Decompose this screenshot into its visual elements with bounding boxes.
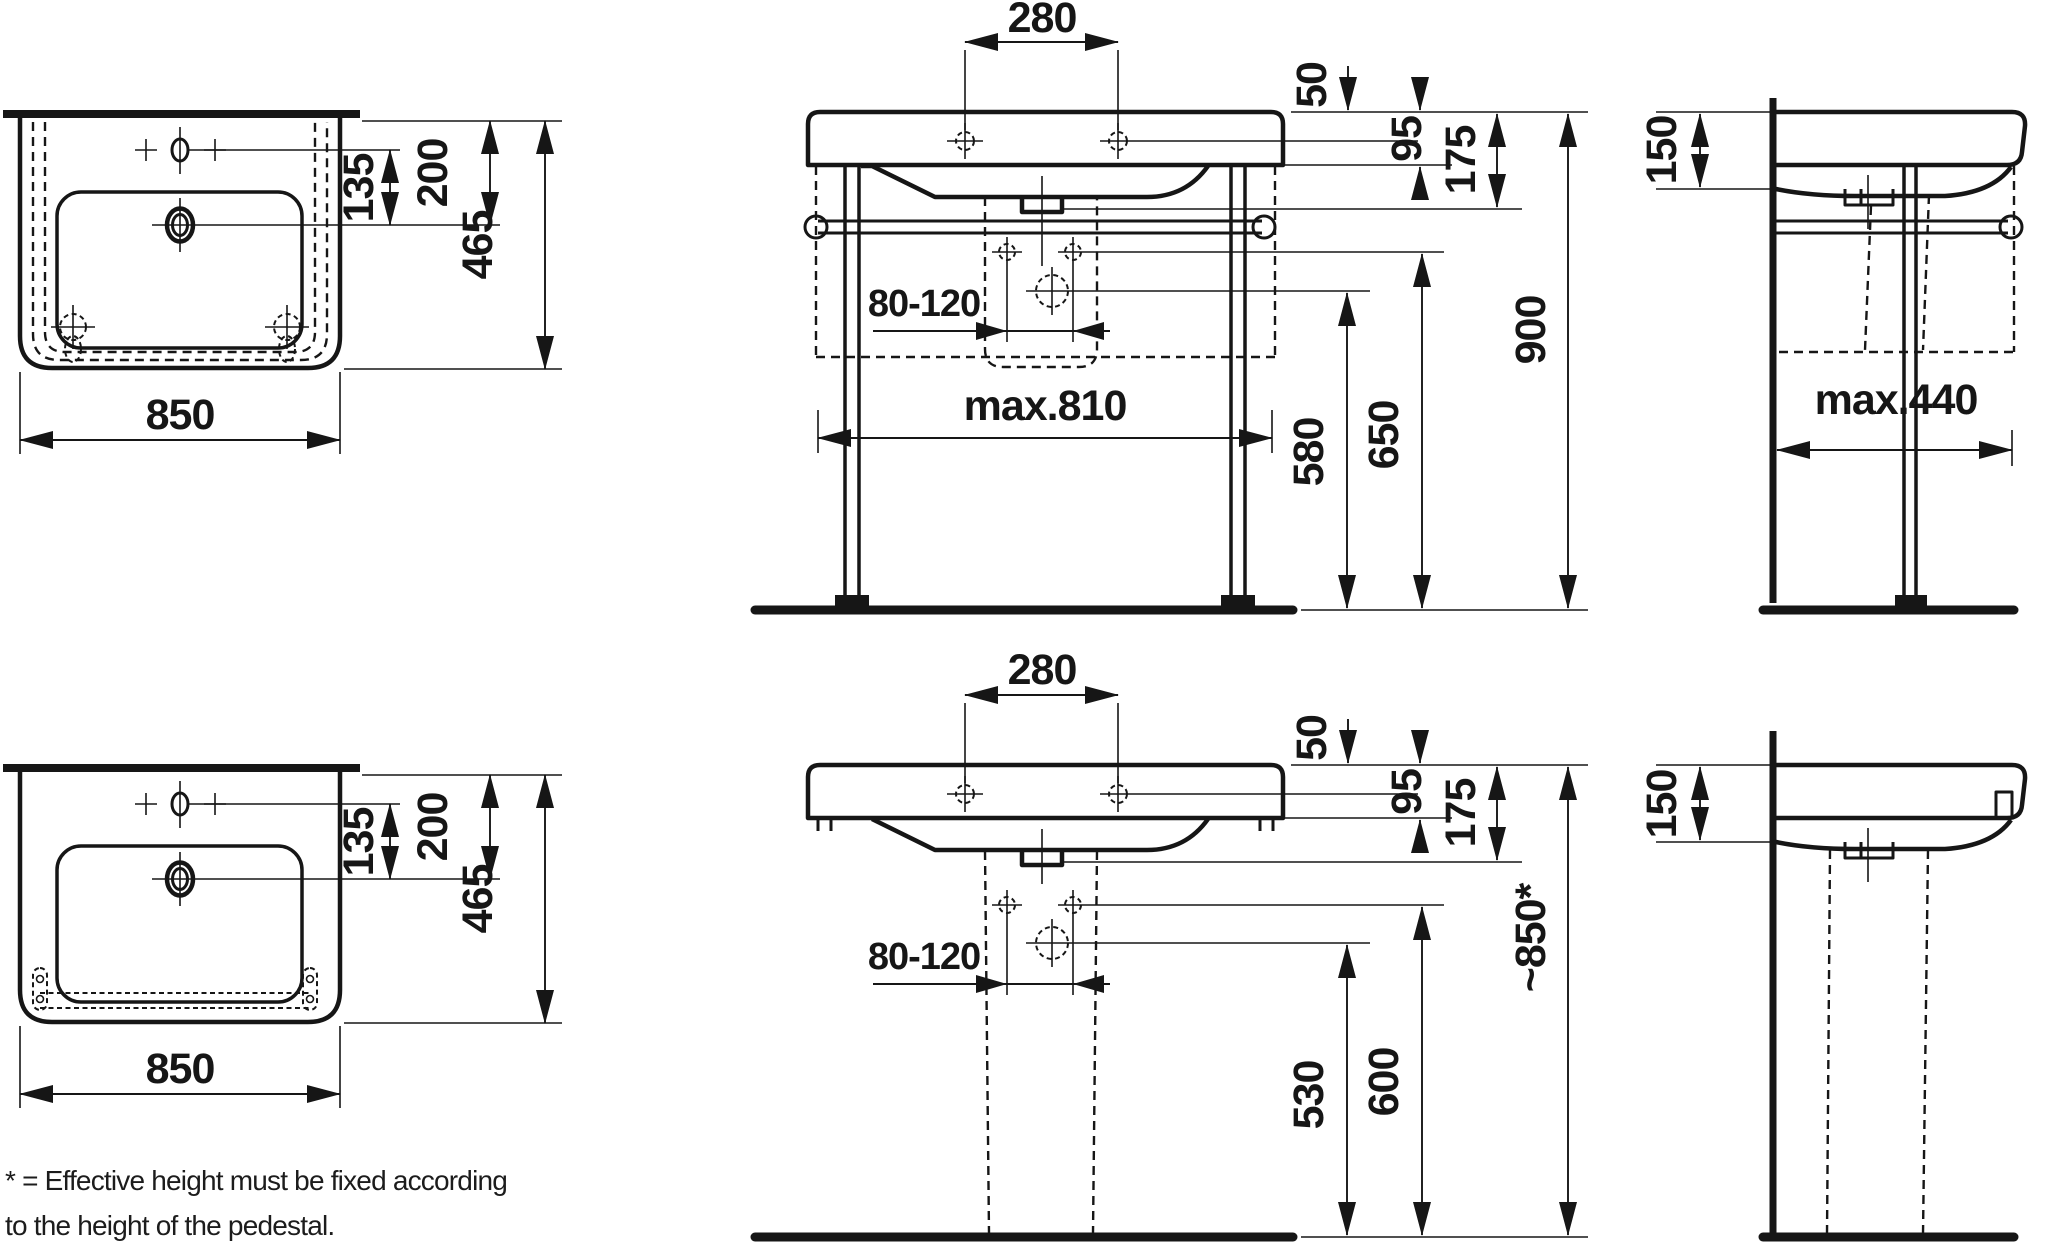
frame-outline-dashed-inner <box>43 122 317 354</box>
frame-extent-dashed <box>814 166 1277 359</box>
view-bottom-right-side-pedestal: 150 <box>1638 731 2028 1242</box>
dim-label-135: 135 <box>335 808 383 877</box>
drain-hole-icon <box>152 852 500 906</box>
basin-bowl-inner <box>55 844 304 1004</box>
dim-label-95: 95 <box>1383 769 1431 815</box>
frame-leg-left <box>835 165 869 606</box>
hanger-lugs <box>816 818 1275 831</box>
view-bottom-middle-front-pedestal: 280 <box>750 646 1588 1242</box>
towel-rail <box>803 214 1277 240</box>
drain-outlet-icon <box>1026 267 1370 315</box>
taphole-left-icon <box>947 776 983 812</box>
drain-hole-icon <box>152 198 500 252</box>
dim-label-80-120: 80-120 <box>868 283 980 325</box>
basin-bowl-inner <box>55 190 304 350</box>
drain-outlet-icon <box>1026 919 1370 967</box>
drain-plug-side <box>1843 842 1895 860</box>
wall-line <box>3 764 360 772</box>
bowl-underside <box>1775 818 2013 852</box>
dim-label-50: 50 <box>1288 62 1336 108</box>
frame-outline-dashed-outer <box>31 122 329 362</box>
dim-label-175: 175 <box>1437 779 1485 848</box>
dim-label-650: 650 <box>1360 401 1408 470</box>
wall-fixing-holes <box>992 890 1088 920</box>
dim-label-280: 280 <box>1008 646 1077 694</box>
dim-label-530: 530 <box>1285 1061 1333 1130</box>
dim-label-max440: max.440 <box>1815 376 1978 424</box>
dim-label-95: 95 <box>1383 116 1431 162</box>
dim-label-580: 580 <box>1285 418 1333 487</box>
basin-rim-side <box>1776 109 2028 168</box>
pedestal-outline-dashed <box>32 967 318 1011</box>
pedestal-outline-dashed <box>983 850 1099 1234</box>
frame-leg-side <box>1895 165 1927 606</box>
towel-rail-side <box>1776 214 2024 240</box>
wall-fixing-holes <box>992 237 1088 267</box>
drain-plug-side <box>1843 189 1895 207</box>
overflow-outlet <box>1994 790 2014 820</box>
dim-label-465: 465 <box>454 865 502 934</box>
dim-label-175: 175 <box>1437 126 1485 195</box>
dim-label-150: 150 <box>1638 116 1686 185</box>
dim-label-200: 200 <box>409 139 457 208</box>
basin-outline <box>17 118 343 371</box>
bowl-profile <box>861 163 1210 200</box>
basin-rim <box>805 762 1286 821</box>
bowl-profile <box>871 816 1210 853</box>
dim-label-850: 850 <box>146 1045 215 1093</box>
view-top-middle-front-frame: 280 <box>750 0 1588 615</box>
bowl-underside <box>1775 165 2013 199</box>
frame-leg-right <box>1221 165 1255 606</box>
footnote: * = Effective height must be fixed accor… <box>5 1165 508 1241</box>
taphole-right-icon <box>1100 776 1136 812</box>
footnote-line-1: * = Effective height must be fixed accor… <box>5 1165 507 1196</box>
dim-label-200: 200 <box>409 793 457 862</box>
view-bottom-left-plan: 465 200 135 850 <box>3 764 562 1108</box>
basin-rim-side <box>1776 762 2028 821</box>
dim-label-280: 280 <box>1008 0 1077 42</box>
siphon-cover-dashed <box>983 197 1099 369</box>
dim-label-850-effective: ~850* <box>1507 882 1555 992</box>
wall-line <box>3 110 360 118</box>
view-top-left-plan: 465 200 135 850 <box>3 110 562 454</box>
dim-label-max810: max.810 <box>964 382 1127 430</box>
dim-label-465: 465 <box>454 211 502 280</box>
basin-outline <box>17 772 343 1025</box>
dim-label-850: 850 <box>146 391 215 439</box>
taphole-right-icon <box>1100 123 1136 159</box>
fixing-hole-left-icon <box>51 305 95 363</box>
basin-rim <box>805 109 1286 168</box>
dim-label-150: 150 <box>1638 770 1686 839</box>
view-top-right-side-frame: 150 max.440 <box>1638 98 2028 615</box>
dim-label-600: 600 <box>1360 1048 1408 1117</box>
taphole-left-icon <box>947 123 983 159</box>
tap-hole-icon <box>135 781 400 828</box>
fixing-hole-right-icon <box>265 305 309 363</box>
dim-label-900: 900 <box>1507 296 1555 365</box>
footnote-line-2: to the height of the pedestal. <box>5 1210 334 1241</box>
pedestal-outline-dashed <box>1825 849 1930 1235</box>
dim-label-80-120: 80-120 <box>868 936 980 978</box>
dim-label-50: 50 <box>1288 715 1336 761</box>
dim-label-135: 135 <box>335 154 383 223</box>
tap-hole-icon <box>135 127 400 174</box>
frame-extent-dashed <box>1779 166 2016 354</box>
